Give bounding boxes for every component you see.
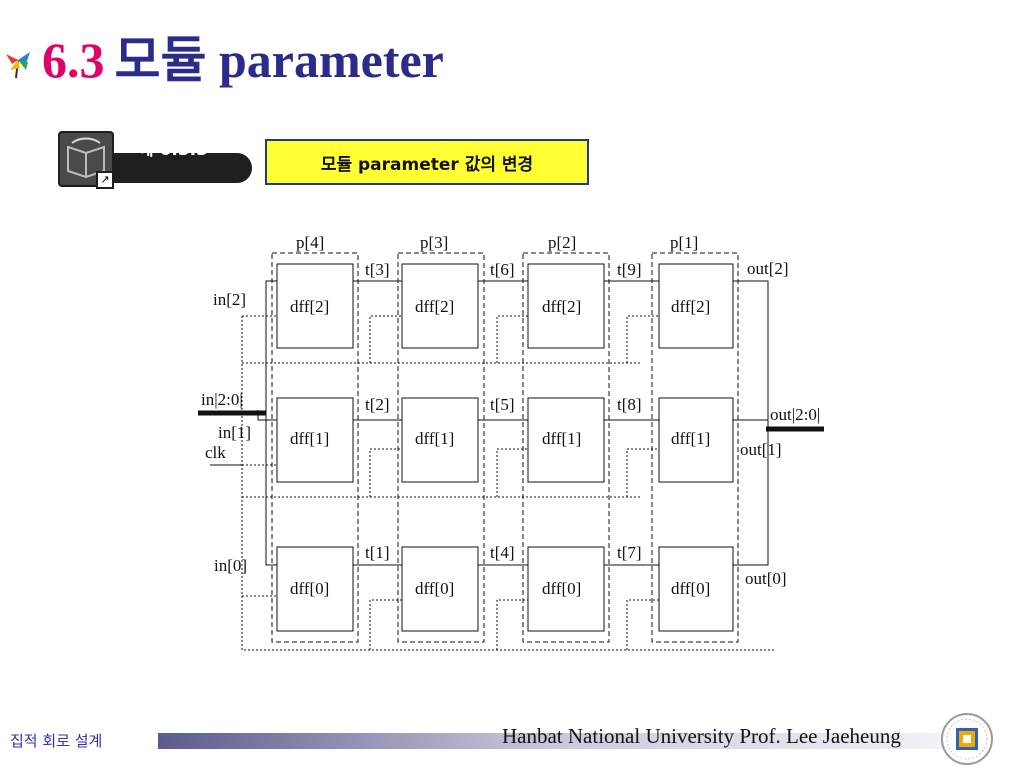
dff-label: dff[0] [542, 579, 581, 598]
example-badge-label: 예 6.3.3 [138, 140, 208, 160]
dff-cell [401, 546, 479, 632]
dff-cell [401, 397, 479, 483]
dff-cell [401, 263, 479, 349]
dff-cell [276, 546, 354, 632]
clock-label: clk [205, 443, 226, 462]
group-box-p1 [651, 252, 739, 643]
wire-label: t[1] [365, 543, 390, 562]
wire-label: t[6] [490, 260, 515, 279]
dff-label: dff[1] [415, 429, 454, 448]
pinwheel-icon [6, 52, 30, 79]
wire-label: t[5] [490, 395, 515, 414]
title-text: 모듈 parameter [114, 32, 444, 88]
caption-text: 모듈 parameter 값의 변경 [320, 154, 534, 175]
column-label: p[3] [420, 233, 448, 252]
footer-credit: Hanbat National University Prof. Lee Jae… [502, 724, 901, 748]
wire-label: t[7] [617, 543, 642, 562]
dff-cell [527, 397, 605, 483]
wire-label: t[4] [490, 543, 515, 562]
title-number: 6.3 [42, 32, 105, 88]
input-bus-label: in|2:0| [201, 390, 243, 409]
footer-course-title: 집적 회로 설계 [10, 732, 103, 750]
dff-label: dff[1] [542, 429, 581, 448]
output-label: out[1] [740, 440, 782, 459]
dff-label: dff[1] [671, 429, 710, 448]
dff-label: dff[0] [415, 579, 454, 598]
page-title: 6.3 모듈 parameter [4, 20, 444, 100]
dff-label: dff[2] [415, 297, 454, 316]
wire-label: t[8] [617, 395, 642, 414]
example-badge[interactable]: ↗ 예 6.3.3 [58, 131, 254, 189]
input-label: in[2] [213, 290, 246, 309]
column-label: p[4] [296, 233, 324, 252]
group-box-p2 [522, 252, 610, 643]
group-box-p4 [271, 252, 359, 643]
output-bus-label: out|2:0| [770, 405, 820, 424]
footer-gradient-bar [158, 733, 948, 749]
clock-network [241, 315, 775, 651]
dff-label: dff[0] [671, 579, 710, 598]
wire-label: t[3] [365, 260, 390, 279]
dff-label: dff[0] [290, 579, 329, 598]
shortcut-arrow-icon: ↗ [96, 171, 114, 189]
dff-cell [658, 263, 734, 349]
output-label: out[2] [747, 259, 789, 278]
dff-cell [658, 397, 734, 483]
input-label: in[0] [214, 556, 247, 575]
output-label: out[0] [745, 569, 787, 588]
dff-cell [276, 397, 354, 483]
dff-label: dff[2] [290, 297, 329, 316]
wire-label: t[2] [365, 395, 390, 414]
caption-box: 모듈 parameter 값의 변경 [265, 139, 589, 185]
dff-label: dff[1] [290, 429, 329, 448]
dff-label: dff[2] [542, 297, 581, 316]
example-badge-bar [104, 153, 252, 183]
university-logo-icon [941, 713, 993, 765]
group-box-p3 [397, 252, 485, 643]
column-label: p[2] [548, 233, 576, 252]
column-label: p[1] [670, 233, 698, 252]
data-wires [210, 280, 769, 566]
wire-label: t[9] [617, 260, 642, 279]
dff-label: dff[2] [671, 297, 710, 316]
dff-cell [527, 263, 605, 349]
dff-cell [276, 263, 354, 349]
dff-cell [658, 546, 734, 632]
dff-cell [527, 546, 605, 632]
input-label: in[1] [218, 423, 251, 442]
